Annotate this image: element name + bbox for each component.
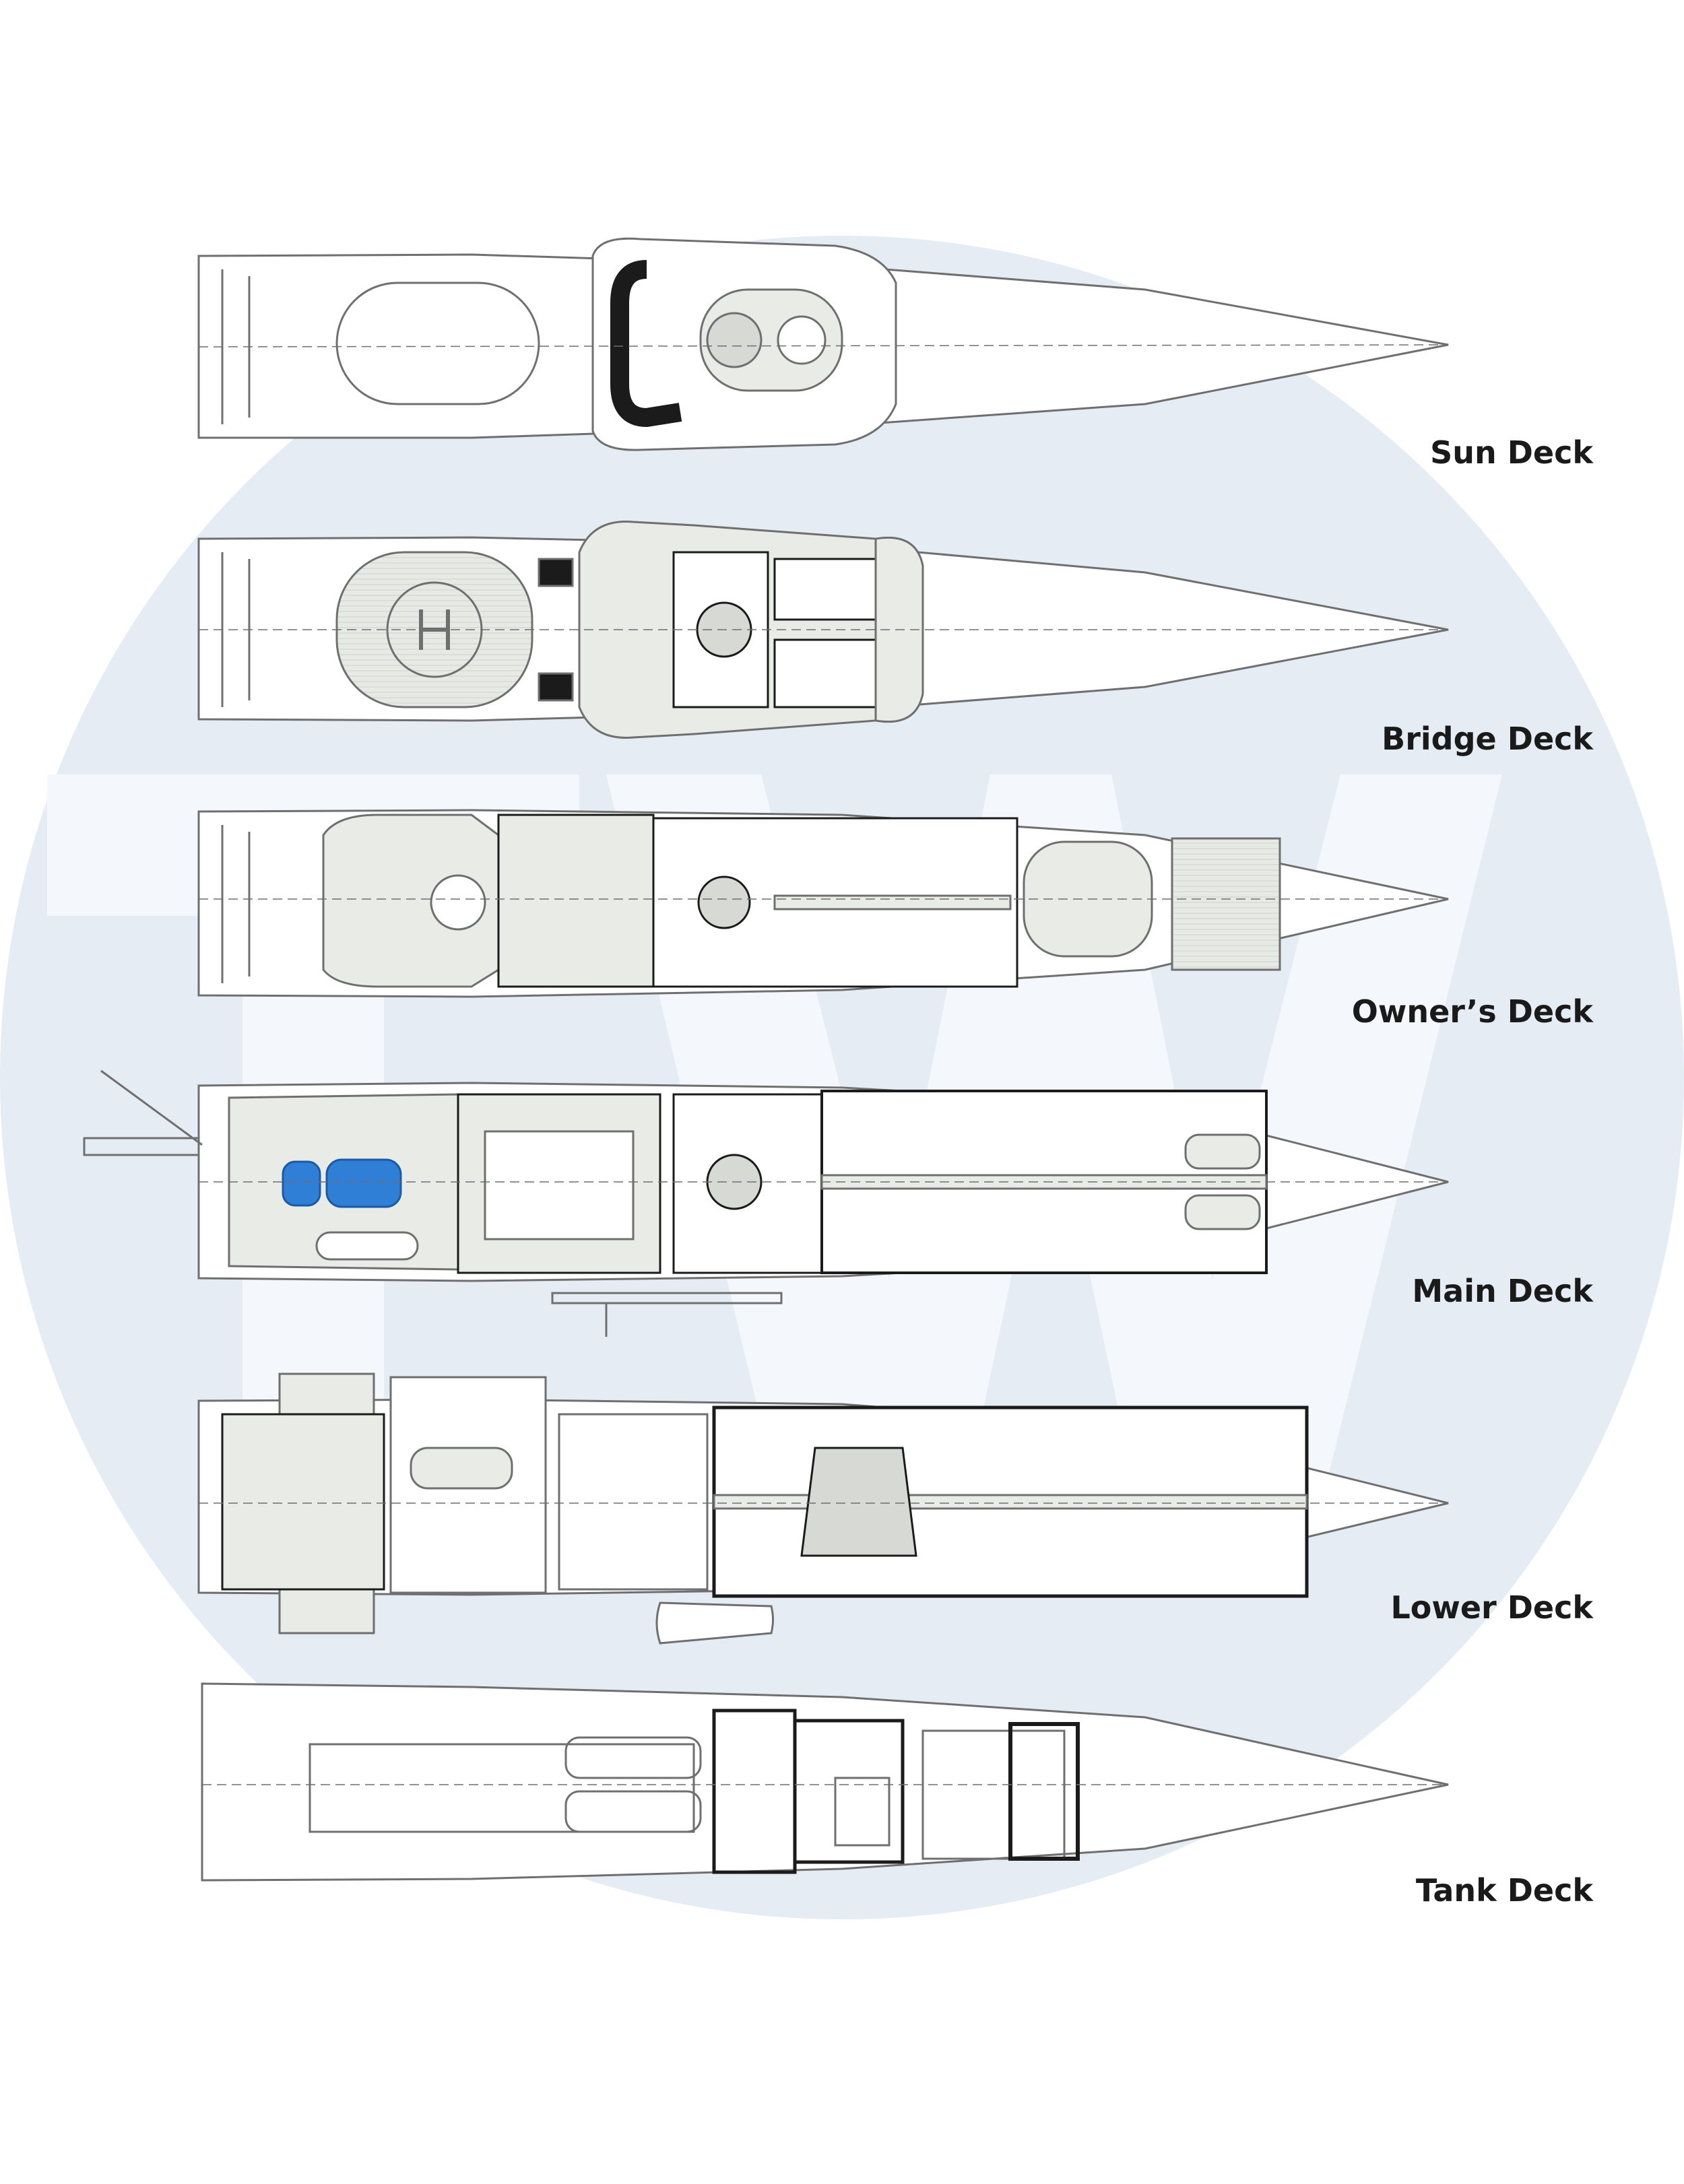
deck-label-bridge: Bridge Deck (1382, 721, 1593, 757)
bridge-deck-plan (197, 521, 1449, 739)
foredeck (1171, 837, 1281, 971)
store-room (834, 1777, 890, 1847)
swim-platform (83, 1137, 200, 1156)
deck-label-sun: Sun Deck (1430, 434, 1593, 471)
sun-pad (335, 282, 540, 405)
engine-room (309, 1743, 695, 1833)
centerline (198, 344, 1449, 348)
tank-block (1008, 1722, 1080, 1861)
watermark (0, 236, 1684, 1919)
dark-block (538, 672, 574, 702)
dark-block (538, 558, 574, 587)
tender (1184, 1133, 1261, 1170)
seating-round (777, 315, 827, 365)
cinema (800, 1447, 917, 1557)
curved-bar (610, 260, 682, 428)
dining-table (315, 1231, 419, 1261)
corridor (713, 1494, 1308, 1510)
deck-label-tank: Tank Deck (1415, 1872, 1593, 1909)
watermark-letter-w (606, 774, 1502, 1535)
engine (564, 1790, 702, 1833)
pool-2 (325, 1158, 402, 1208)
saloon-carpet (484, 1130, 635, 1240)
side-platform (551, 1292, 783, 1304)
tender-hull (655, 1601, 774, 1645)
lower-deck-plan (197, 1372, 1449, 1645)
interior-rooms (773, 558, 877, 621)
deck-label-lower: Lower Deck (1390, 1589, 1593, 1626)
tank-rooms (793, 1719, 905, 1864)
main-deck-plan (83, 1069, 1449, 1337)
pool-1 (282, 1160, 321, 1207)
deck-label-main: Main Deck (1412, 1273, 1593, 1309)
storage (921, 1729, 1066, 1860)
tank-deck-plan (201, 1682, 1449, 1882)
round-table (430, 874, 486, 931)
deck-label-owners: Owner’s Deck (1351, 993, 1593, 1030)
crew-mess (558, 1413, 709, 1591)
skylounge (497, 814, 655, 988)
spa-pool (706, 312, 763, 368)
corridor (773, 894, 1012, 911)
interior-rooms (773, 638, 877, 708)
beach-club (221, 1413, 385, 1591)
boom (100, 1069, 203, 1146)
stair-circle (697, 875, 751, 929)
owners-deck-plan (197, 809, 1449, 998)
tender (1184, 1194, 1261, 1230)
engine (564, 1736, 702, 1779)
tender-garage-door (278, 1581, 375, 1634)
tender (410, 1447, 513, 1490)
sun-deck-plan (197, 237, 1449, 451)
